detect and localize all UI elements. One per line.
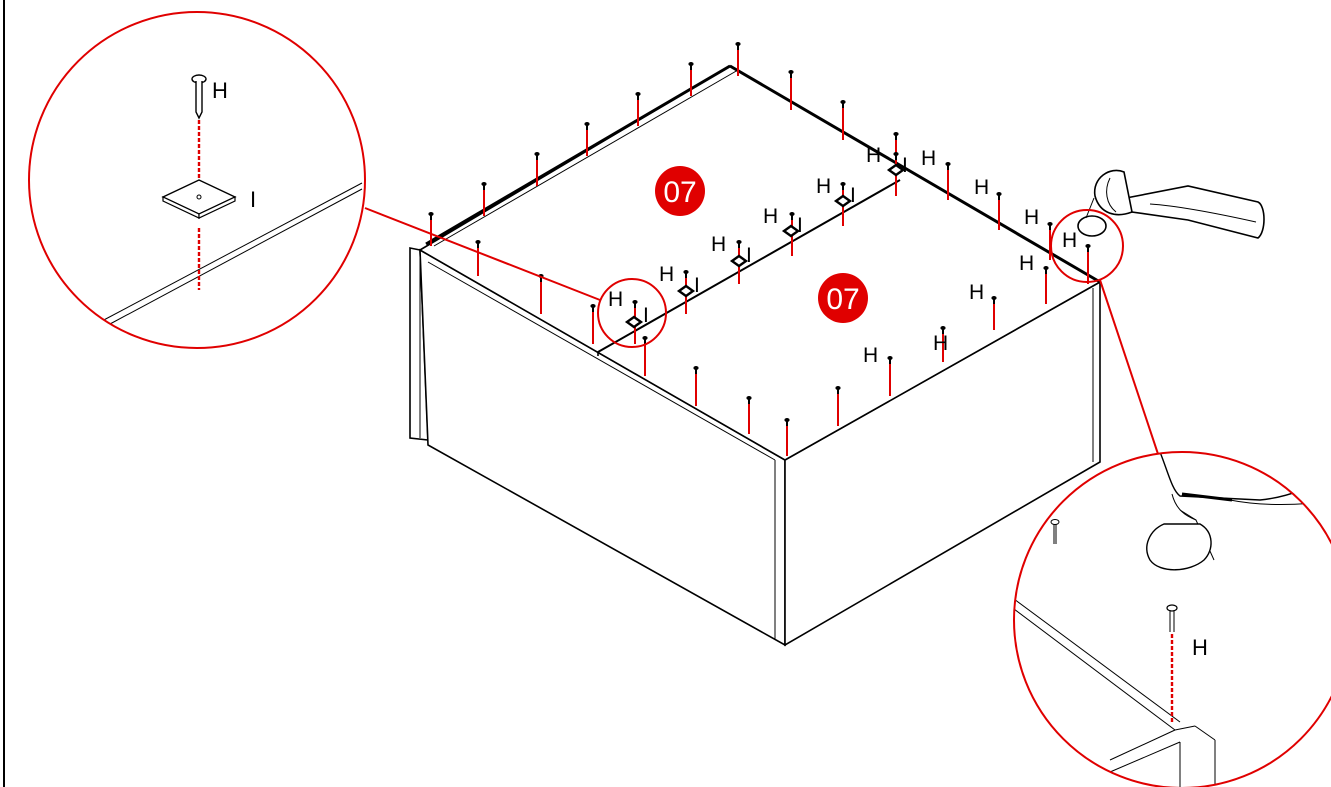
- nail-icon: [1047, 222, 1053, 260]
- washer-plate-icon: [624, 315, 644, 329]
- leader-line-right: [1099, 279, 1161, 461]
- washer-label: I: [694, 274, 700, 297]
- detail-panel-edge-2: [109, 188, 363, 325]
- washer-plate-icon: [833, 194, 853, 208]
- nail-label: H: [866, 144, 881, 167]
- back-left-inner-edge: [433, 69, 739, 247]
- detail-panel-edge: [1014, 595, 1181, 723]
- leader-line-left: [364, 207, 601, 301]
- washer-set: [624, 163, 906, 329]
- hammer-icon: [1077, 169, 1265, 239]
- nail-icon: [788, 70, 794, 110]
- washer-label: I: [746, 244, 752, 267]
- nail-label: H: [659, 263, 674, 286]
- badge-circle: [818, 273, 868, 323]
- nail-icon: [996, 192, 1002, 230]
- detail-callout-left: H I: [28, 11, 366, 349]
- nail-label: H: [969, 281, 984, 304]
- nail-label: H: [933, 332, 948, 355]
- nail-label: H: [1062, 229, 1077, 252]
- nail-icon: [746, 396, 752, 434]
- callout-circle-nail: [1050, 209, 1124, 283]
- washer-plate-icon: [676, 284, 696, 298]
- washer-label: I: [643, 304, 649, 327]
- nail-label: H: [863, 344, 878, 367]
- nail-icon: [1166, 604, 1178, 632]
- nail-icon: [840, 100, 846, 140]
- detail-circle-bg: [1014, 452, 1331, 787]
- nail-label: H: [212, 78, 228, 103]
- nail-icon: [584, 122, 590, 156]
- nail-label: H: [816, 175, 831, 198]
- washer-label: I: [902, 154, 908, 177]
- washer-plate-icon: [886, 163, 906, 177]
- nail-label: H: [763, 205, 778, 228]
- washer-label: I: [797, 214, 803, 237]
- washer-plate-icon: [729, 254, 749, 268]
- nail-label: H: [1192, 635, 1208, 660]
- nail-icon: [590, 304, 596, 344]
- nail-icon: [481, 182, 487, 216]
- washer-plate-icon: [161, 179, 237, 219]
- nail-icon: [940, 326, 946, 362]
- cabinet: [409, 64, 1102, 647]
- nail-icon: [1085, 244, 1091, 284]
- nail-icon: [688, 62, 694, 96]
- nail-icon: [835, 386, 841, 426]
- detail-callout-right: H: [1013, 451, 1331, 787]
- nail-icon: [475, 240, 481, 276]
- detail-circle-outline: [1013, 451, 1331, 787]
- nail-icon: [945, 162, 951, 200]
- nail-label: H: [921, 147, 936, 170]
- part-number-label: 07: [826, 283, 859, 316]
- washer-label: I: [250, 187, 256, 212]
- nail-icon: [784, 418, 790, 456]
- part-badge-lower: 07: [818, 273, 868, 323]
- badge-circle: [655, 166, 705, 216]
- nail-icon: [693, 366, 699, 406]
- panel-seam: [597, 179, 901, 353]
- nail-label: H: [711, 233, 726, 256]
- nail-icon: [642, 336, 648, 376]
- nail-icon: [1050, 519, 1060, 544]
- nail-icon: [735, 42, 741, 76]
- nail-label: H: [1024, 206, 1039, 229]
- nail-icon: [887, 356, 893, 396]
- washer-label: I: [850, 184, 856, 207]
- nail-icon: [428, 212, 434, 246]
- nail-icon: [534, 152, 540, 186]
- left-face-top-lip: [427, 261, 776, 461]
- nail-icon: [635, 92, 641, 126]
- hammer-icon: [1159, 452, 1331, 501]
- nail-icon: [191, 74, 207, 120]
- nail-label: H: [974, 176, 989, 199]
- detail-panel-edge-2: [1014, 605, 1176, 731]
- nail-label: H: [608, 288, 623, 311]
- washer-plate-icon: [781, 224, 801, 238]
- back-left-edge: [425, 64, 731, 246]
- callout-circle-washer: [597, 278, 667, 348]
- part-number-label: 07: [663, 176, 696, 209]
- nail-icon: [991, 296, 997, 330]
- detail-circle-outline: [28, 11, 366, 349]
- detail-panel-edge: [99, 182, 363, 323]
- nail-label: H: [1019, 252, 1034, 275]
- part-badge-upper: 07: [655, 166, 705, 216]
- detail-circle-bg: [29, 12, 365, 348]
- nail-icon: [1043, 266, 1049, 304]
